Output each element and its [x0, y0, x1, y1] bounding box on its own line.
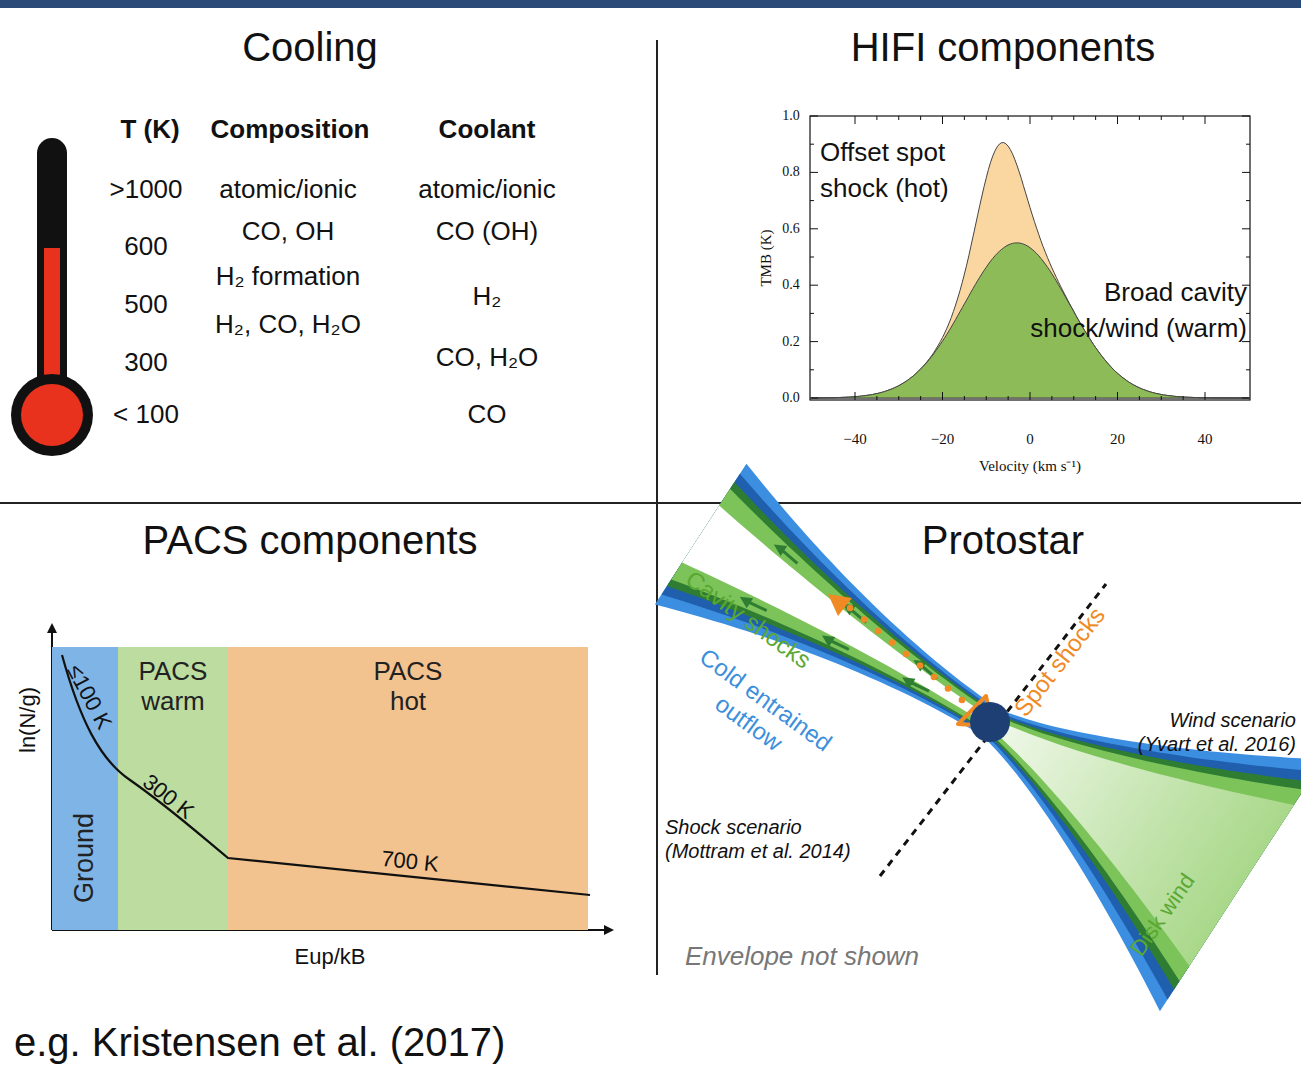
axis-label: 20: [1110, 430, 1125, 448]
table-cell: Composition: [211, 114, 370, 145]
table-cell: Coolant: [439, 114, 536, 145]
axis-label: TMB (K): [757, 229, 775, 286]
table-cell: 500: [124, 289, 167, 320]
axis-label: 0.2: [782, 333, 800, 350]
annotation: Spot shocks: [1008, 602, 1111, 723]
band-label: Ground: [69, 813, 100, 903]
table-cell: CO, H₂O: [436, 342, 539, 373]
table-cell: T (K): [120, 114, 179, 145]
table-cell: atomic/ionic: [418, 174, 555, 205]
annotation: ln(N/g): [15, 687, 41, 753]
table-cell: >1000: [109, 174, 182, 205]
protostar-outflow: [619, 408, 1301, 1011]
axis-label: 0.6: [782, 220, 800, 237]
pacs-axes: [52, 625, 612, 930]
annotation: Eup/kB: [295, 944, 366, 970]
panel-heading: Protostar: [922, 516, 1084, 564]
annotation: Offset spot shock (hot): [820, 134, 985, 207]
spot-shock-arrow: [828, 594, 992, 726]
spectrum-plot: [810, 116, 1250, 400]
table-cell: H₂, CO, H₂O: [215, 309, 361, 340]
axis-label: −40: [843, 430, 866, 448]
annotation: Broad cavity shock/wind (warm): [1012, 274, 1247, 347]
axis-label: 0.0: [782, 390, 800, 407]
protostar: [970, 702, 1010, 742]
axis-label: 1.0: [782, 108, 800, 125]
axis-label: 0.8: [782, 164, 800, 181]
band-label: PACS warm: [121, 657, 225, 717]
band-label: PACS hot: [353, 657, 463, 717]
table-cell: CO: [468, 399, 507, 430]
divider: [656, 40, 658, 975]
thermometer: [11, 138, 93, 456]
panel-heading: HIFI components: [851, 23, 1156, 71]
table-cell: 300: [124, 347, 167, 378]
caption: e.g. Kristensen et al. (2017): [14, 1018, 505, 1066]
table-cell: < 100: [113, 399, 179, 430]
annotation: Shock scenario (Mottram et al. 2014): [665, 815, 870, 863]
table-cell: atomic/ionic: [219, 174, 356, 205]
annotation: Envelope not shown: [685, 941, 919, 972]
annotation: Wind scenario (Yvart et al. 2016): [1112, 708, 1296, 756]
axis-label: 40: [1198, 430, 1213, 448]
axis-label: 0: [1026, 430, 1034, 448]
panel-heading: PACS components: [143, 516, 478, 564]
axis-label: −20: [931, 430, 954, 448]
divider: [0, 502, 1301, 504]
table-cell: CO, OH: [242, 216, 334, 247]
table-cell: CO (OH): [436, 216, 539, 247]
axis-label: Velocity (km s⁻¹): [979, 457, 1081, 475]
band-hot: PACS hot: [228, 647, 588, 930]
table-cell: H₂: [473, 281, 502, 312]
axis-label: 0.4: [782, 277, 800, 294]
table-cell: H₂ formation: [216, 261, 360, 292]
table-cell: 600: [124, 231, 167, 262]
panel-heading: Cooling: [242, 23, 378, 71]
top-bar: [0, 0, 1301, 8]
